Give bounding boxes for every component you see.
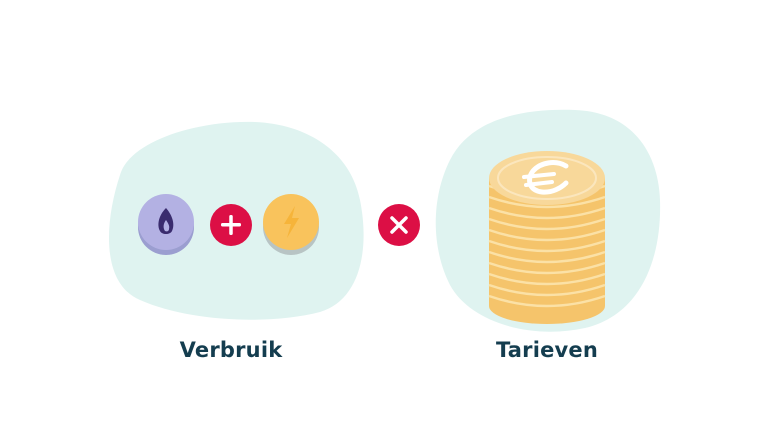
euro-icon — [522, 160, 569, 195]
coin-stack — [488, 151, 606, 324]
rates-label: Tarieven — [495, 338, 599, 362]
consumption-label: Verbruik — [179, 338, 283, 362]
multiply-icon — [378, 204, 420, 246]
plus-icon — [210, 204, 252, 246]
coin-stack-lines — [488, 184, 606, 308]
lightning-icon — [284, 206, 299, 238]
top-coin-face — [489, 151, 605, 205]
flame-icon — [158, 208, 174, 234]
